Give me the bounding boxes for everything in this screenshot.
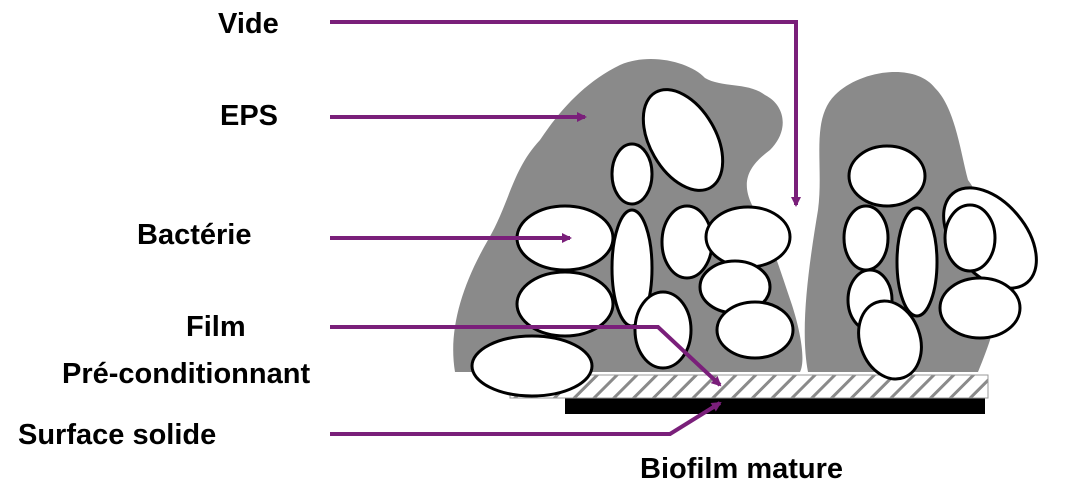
label-eps: EPS [220,102,278,131]
caption-biofilm-mature: Biofilm mature [640,455,843,484]
label-vide: Vide [218,10,279,39]
label-bacterie: Bactérie [137,221,251,250]
bacterium [940,278,1020,338]
bacterium [849,146,925,206]
bacterium [844,206,888,270]
solid-surface [565,398,985,414]
bacterium [945,205,995,271]
bacterium [472,336,592,396]
label-film-line2: Pré-conditionnant [62,360,310,389]
bacterium [717,302,793,358]
bacterium [706,207,790,267]
bacterium [612,144,652,204]
bacterium [662,206,712,278]
label-film-line1: Film [186,313,246,342]
label-surface: Surface solide [18,421,216,450]
bacterium [897,208,937,316]
